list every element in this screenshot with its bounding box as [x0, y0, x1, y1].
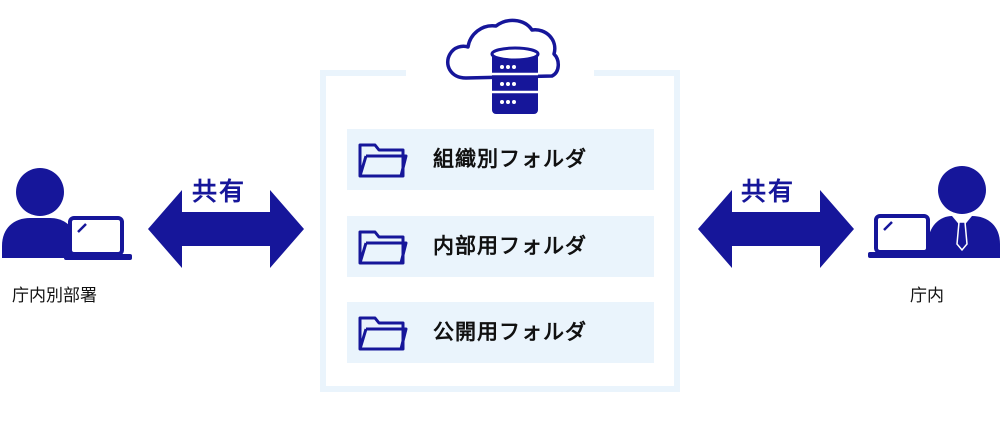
folder-label: 組織別フォルダ — [433, 147, 587, 171]
folder-icon — [358, 143, 408, 178]
person-laptop-icon — [2, 168, 132, 260]
folder-row-organization[interactable]: 組織別フォルダ — [347, 129, 654, 190]
right-link-label: 共有 — [741, 177, 796, 206]
cloud-database-icon — [445, 18, 560, 114]
double-arrow-icon — [148, 190, 304, 268]
folder-icon — [358, 316, 408, 351]
double-arrow-icon — [698, 190, 854, 268]
folder-row-internal[interactable]: 内部用フォルダ — [347, 216, 654, 277]
businessperson-laptop-icon — [868, 166, 1000, 258]
right-node-label: 庁内 — [910, 286, 944, 306]
left-node-label: 庁内別部署 — [12, 286, 97, 306]
folder-label: 公開用フォルダ — [433, 320, 587, 344]
folder-row-public[interactable]: 公開用フォルダ — [347, 302, 654, 363]
left-link-label: 共有 — [192, 177, 247, 206]
folder-label: 内部用フォルダ — [433, 234, 587, 258]
folder-icon — [358, 230, 408, 265]
